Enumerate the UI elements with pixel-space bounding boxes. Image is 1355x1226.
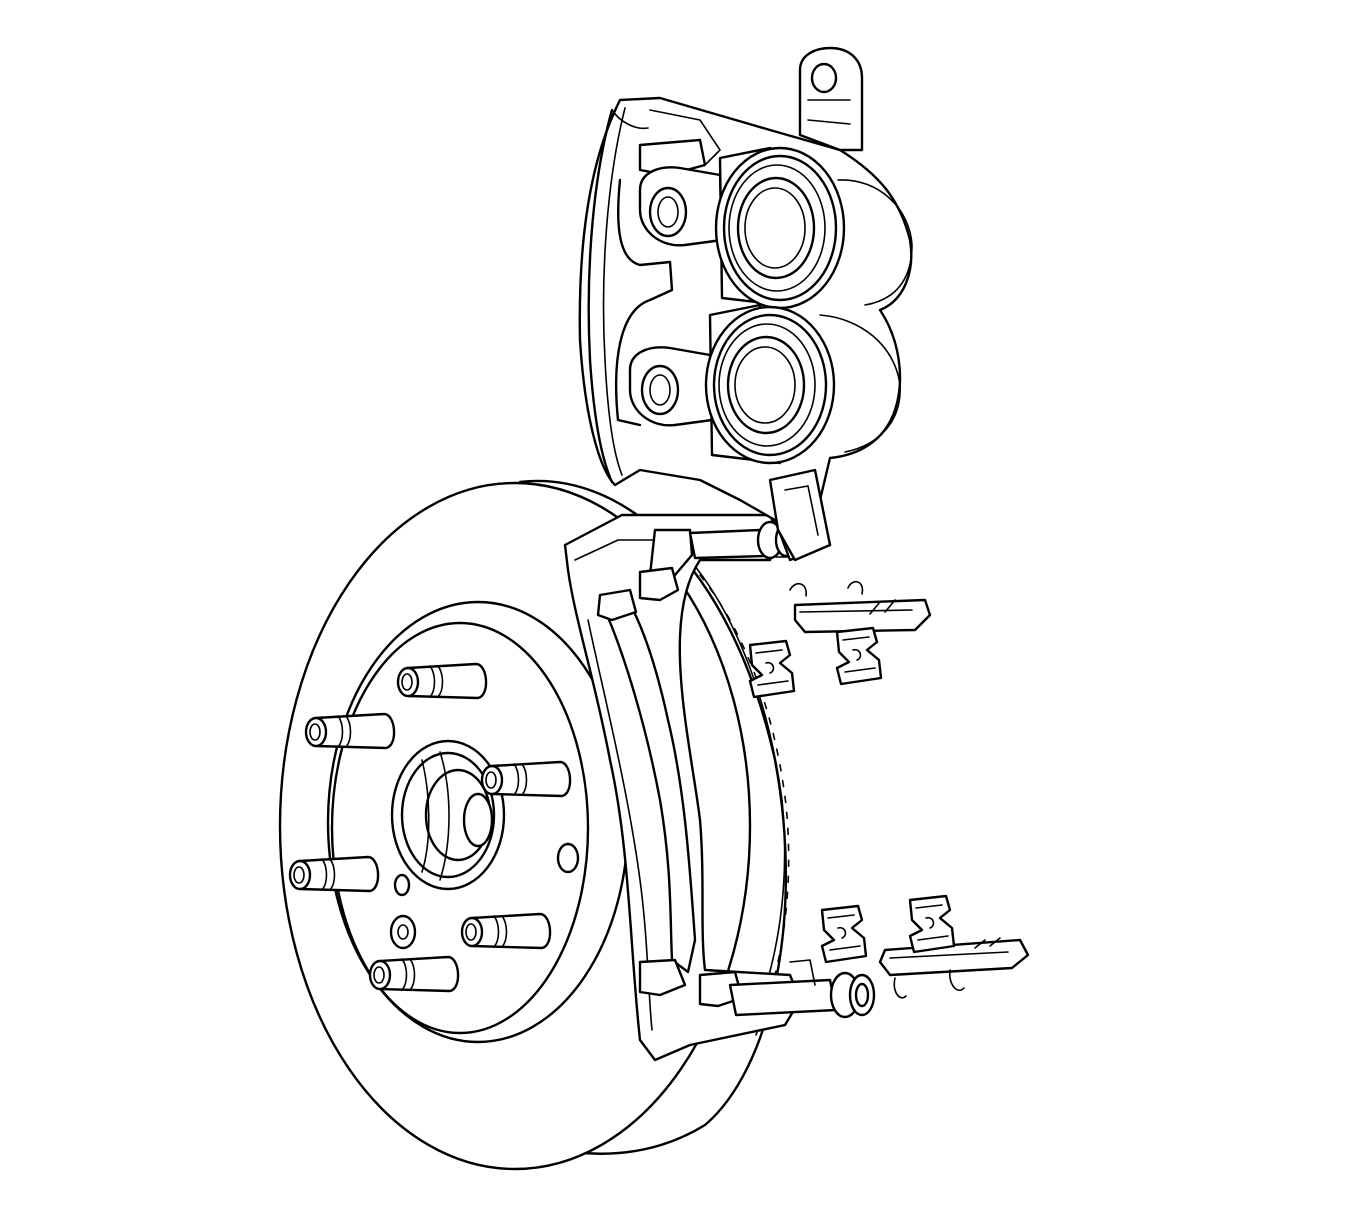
rotor-hole — [393, 873, 411, 897]
pad-clip — [908, 894, 956, 954]
pad-clip — [835, 626, 883, 686]
wheel-hub — [390, 739, 506, 891]
brake-rotor — [278, 479, 790, 1171]
caliper-bracket — [563, 513, 876, 1062]
wheel-stud — [288, 855, 380, 893]
rotor-hole — [556, 842, 580, 874]
caliper-pistons — [704, 146, 846, 465]
caliper-piston — [704, 303, 836, 465]
wheel-stud — [368, 955, 460, 993]
pad-clip — [820, 904, 868, 964]
wheel-stud — [480, 760, 572, 798]
wheel-stud — [304, 712, 396, 750]
rotor-hole — [389, 914, 417, 950]
pad-clip — [748, 639, 796, 699]
caliper-piston — [714, 146, 846, 310]
wheel-studs — [288, 662, 572, 993]
pad-clip-upper-plate — [789, 581, 932, 634]
caliper-boss-lower — [628, 346, 714, 427]
caliper-boss-upper — [638, 166, 724, 247]
caliper-housing — [578, 46, 913, 562]
wheel-stud — [396, 662, 488, 700]
rotor-hole-inner — [397, 924, 409, 940]
pad-clips — [748, 626, 956, 964]
wheel-stud — [460, 912, 552, 950]
